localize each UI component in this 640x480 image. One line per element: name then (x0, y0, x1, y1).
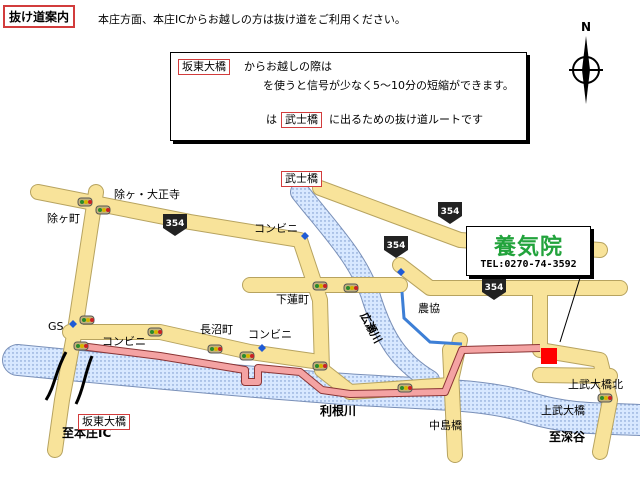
traffic-lights (73, 197, 613, 403)
legend-line1-suffix: からお越しの際は (244, 60, 332, 73)
label-konbini-3: コンビニ (248, 328, 292, 341)
shortcut-route-blue (400, 291, 463, 346)
traffic-light-icon (77, 197, 93, 207)
traffic-light-icon (95, 205, 111, 215)
compass-icon: N (569, 20, 603, 104)
konbini-icon (69, 320, 77, 328)
konbini-markers (69, 232, 405, 352)
label-kamibutaiashikita: 上武大橋北 (568, 377, 623, 391)
svg-text:354: 354 (387, 241, 406, 251)
route-354-shield-icon: 354 (438, 202, 462, 224)
page-title: 抜け道案内 (3, 5, 76, 28)
traffic-light-icon (239, 351, 255, 361)
traffic-light-icon (79, 315, 95, 325)
place-labels: 除ヶ町 除ヶ・大正寺 GS コンビニ コンビニ コンビニ 長沼町 下蓮町 農協 … (47, 187, 623, 444)
river-hirosegawa (290, 182, 440, 390)
label-jogaoshoji: 除ヶ・大正寺 (114, 187, 180, 201)
traffic-light-icon (147, 327, 163, 337)
bridge-mark (74, 355, 94, 405)
route-354-shield-icon: 354 (384, 236, 408, 258)
label-shimorenmachi: 下蓮町 (276, 292, 309, 306)
label-tonegawa: 利根川 (320, 403, 356, 418)
brand-box: 養気院 TEL:0270-74-3592 (466, 226, 591, 276)
brand-tel: TEL:0270-74-3592 (480, 259, 577, 270)
label-kamibutaiashi: 上武大橋 (541, 403, 585, 417)
route-shields: 354 354 354 354 (163, 202, 506, 300)
legend-pink-route-text: を使うと信号が少なく5～10分の短縮ができます。 (263, 79, 514, 92)
label-bandoohashi: 坂東大橋 (78, 414, 130, 430)
konbini-icon (301, 232, 309, 240)
bridge-mark (44, 351, 68, 401)
traffic-light-icon (207, 344, 223, 354)
page-description: 本庄方面、本庄ICからお越しの方は抜け道をご利用ください。 (98, 13, 406, 26)
label-jogamachi: 除ヶ町 (47, 211, 80, 225)
traffic-light-icon (73, 341, 89, 351)
brand-name: 養気院 (493, 234, 563, 260)
label-bushibashi: 武士橋 (281, 171, 322, 187)
brand-pointer-line (559, 277, 581, 343)
traffic-light-icon (312, 281, 328, 291)
route-354-shield-icon: 354 (482, 278, 506, 300)
destination-marker (541, 348, 557, 364)
shortcut-route-pink-fill (79, 343, 541, 397)
label-nokyo: 農協 (418, 301, 440, 315)
legend-bridge-label: 坂東大橋 (178, 59, 230, 75)
svg-text:354: 354 (441, 207, 460, 217)
legend-blue-route-text: に出るための抜け道ルートです (329, 113, 483, 126)
konbini-icon (258, 344, 266, 352)
traffic-light-icon (343, 283, 359, 293)
traffic-light-icon (597, 393, 613, 403)
traffic-light-icon (397, 383, 413, 393)
compass-label: N (581, 20, 591, 34)
svg-text:354: 354 (166, 219, 185, 229)
label-to-fukaya: 至深谷 (549, 429, 586, 444)
route-354-shield-icon: 354 (163, 214, 187, 236)
label-nakajimabashi: 中島橋 (429, 418, 462, 432)
svg-text:354: 354 (485, 283, 504, 293)
legend-blue-bridge-label: 武士橋 (281, 112, 322, 128)
traffic-light-icon (312, 361, 328, 371)
legend-blue-route-prefix: は (266, 113, 277, 126)
label-konbini-1: コンビニ (102, 335, 146, 348)
label-konbini-2: コンビニ (254, 222, 298, 235)
konbini-icon (397, 268, 405, 276)
label-gs: GS (48, 320, 64, 333)
label-naganumacho: 長沼町 (200, 322, 233, 336)
